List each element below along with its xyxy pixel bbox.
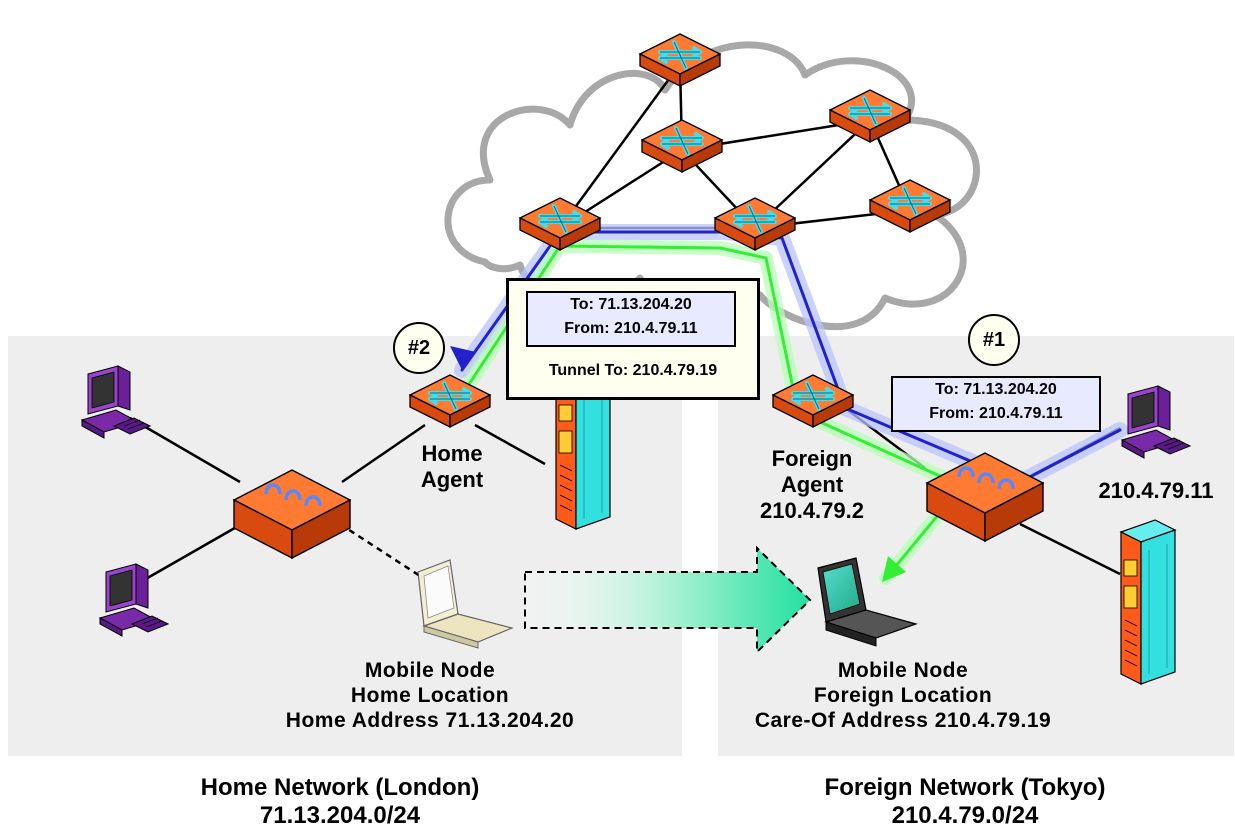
home-switch-icon xyxy=(232,468,352,560)
home-desktop-computer-icon xyxy=(99,563,169,637)
inner-packet-to: To: 71.13.204.20 xyxy=(570,296,692,313)
packet-1-to: To: 71.13.204.20 xyxy=(935,381,1057,398)
inner-packet: To: 71.13.204.20 From: 210.4.79.11 xyxy=(526,291,736,347)
packet-1-from: From: 210.4.79.11 xyxy=(929,405,1063,422)
mobile-node-foreign-label: Mobile Node Foreign Location Care-Of Add… xyxy=(754,659,1052,732)
home-network-title: Home Network (London) 71.13.204.0/24 xyxy=(200,774,480,829)
inner-packet-from: From: 210.4.79.11 xyxy=(564,320,698,337)
tunneled-packet-2: To: 71.13.204.20 From: 210.4.79.11 Tunne… xyxy=(506,278,760,400)
foreign-server-icon xyxy=(1120,519,1176,685)
correspondent-desktop-computer-icon xyxy=(1121,385,1191,459)
correspondent-address: 210.4.79.11 xyxy=(1098,478,1214,503)
laptop-icon-foreign xyxy=(817,557,918,647)
packet-2-badge: #2 xyxy=(393,322,445,374)
laptop-icon-home xyxy=(417,559,514,649)
packet-1: To: 71.13.204.20 From: 210.4.79.11 xyxy=(891,376,1101,432)
home-desktop-computer-icon xyxy=(81,365,151,439)
movement-arrow-icon xyxy=(524,545,812,655)
tunnel-to-label: Tunnel To: 210.4.79.19 xyxy=(548,362,718,379)
home-agent-label: Home Agent xyxy=(420,441,484,492)
foreign-agent-label: Foreign Agent 210.4.79.2 xyxy=(760,446,864,523)
mobile-node-home-label: Mobile Node Home Location Home Address 7… xyxy=(285,659,575,732)
foreign-network-title: Foreign Network (Tokyo) 210.4.79.0/24 xyxy=(824,774,1106,829)
packet-1-badge: #1 xyxy=(968,314,1020,366)
laptop-dashed-link xyxy=(339,522,421,578)
